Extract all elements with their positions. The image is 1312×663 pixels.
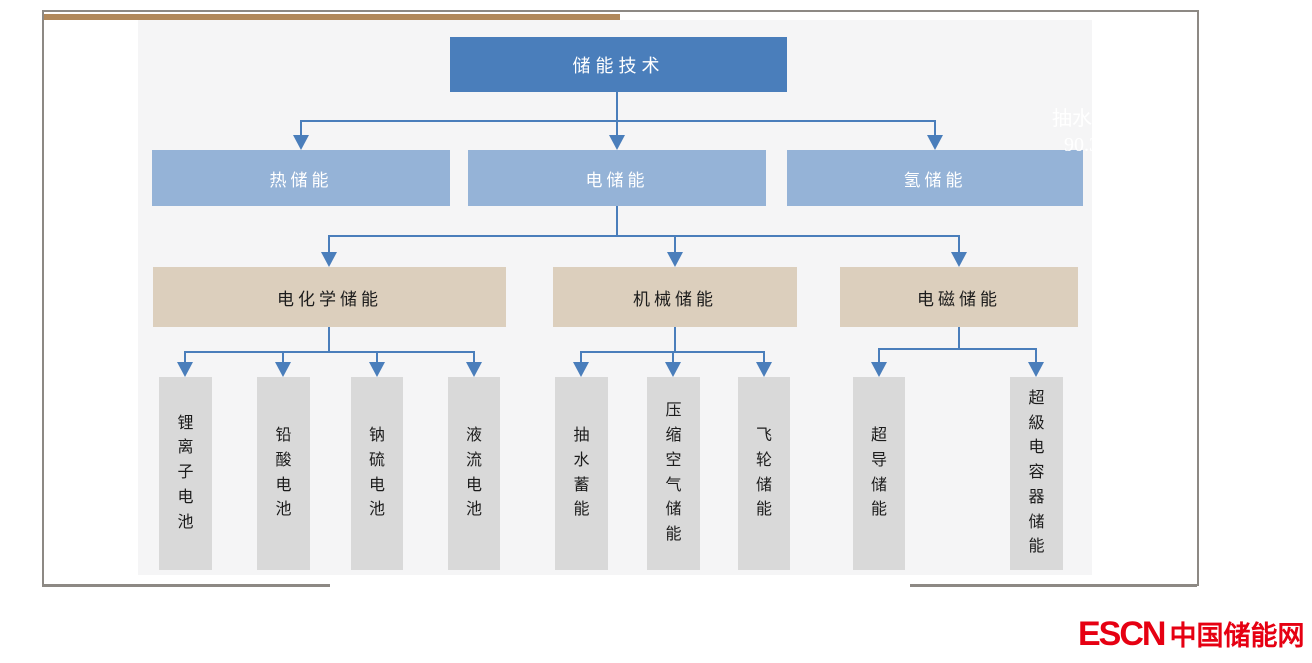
node-lead-acid-battery: 铅酸电池 bbox=[257, 377, 310, 570]
arrowhead-electric bbox=[609, 135, 625, 150]
node-label: 机械储能 bbox=[633, 289, 717, 309]
node-label: 液流电池 bbox=[465, 426, 482, 519]
slide-frame bbox=[42, 10, 1199, 586]
connector-drop-electric bbox=[616, 120, 618, 136]
watermark-line2: 90.3 bbox=[1064, 134, 1092, 156]
node-electromagnetic-storage: 电磁储能 bbox=[840, 267, 1078, 327]
node-thermal-storage: 热储能 bbox=[152, 150, 450, 206]
node-label: 电化学储能 bbox=[277, 289, 382, 309]
connector-drop-smes bbox=[878, 348, 880, 363]
connector-drop-electromagnetic bbox=[958, 235, 960, 253]
arrowhead-flow bbox=[466, 362, 482, 377]
frame-bottom-right-segment bbox=[910, 584, 1197, 587]
connector-root-stem bbox=[616, 92, 618, 121]
arrowhead-li-ion bbox=[177, 362, 193, 377]
arrowhead-thermal bbox=[293, 135, 309, 150]
connector-drop-mechanical bbox=[674, 235, 676, 253]
node-hydrogen-storage: 氢储能 bbox=[787, 150, 1083, 206]
connector-drop-flow bbox=[473, 351, 475, 363]
connector-drop-li-ion bbox=[184, 351, 186, 363]
connector-electromagnetic-stem bbox=[958, 327, 960, 349]
watermark-line1: 抽水蓄 bbox=[1052, 108, 1092, 130]
connector-electrochemical-hbar bbox=[185, 351, 475, 353]
connector-drop-hydrogen bbox=[934, 120, 936, 136]
node-label: 热储能 bbox=[269, 170, 333, 190]
node-compressed-air-storage: 压缩空气储能 bbox=[647, 377, 700, 570]
connector-electric-hbar bbox=[329, 235, 960, 237]
node-sodium-sulfur-battery: 钠硫电池 bbox=[351, 377, 403, 570]
node-label: 电磁储能 bbox=[917, 289, 1001, 309]
arrowhead-hydrogen bbox=[927, 135, 943, 150]
node-label: 电储能 bbox=[585, 170, 649, 190]
node-electrochemical-storage: 电化学储能 bbox=[153, 267, 506, 327]
logo-abbr: ESCN bbox=[1078, 615, 1166, 653]
node-lithium-ion-battery: 锂离子电池 bbox=[159, 377, 212, 570]
node-label: 氢储能 bbox=[903, 170, 967, 190]
logo-name: 中国储能网 bbox=[1169, 621, 1305, 651]
arrowhead-caes bbox=[665, 362, 681, 377]
connector-drop-pumped-hydro bbox=[580, 351, 582, 363]
arrowhead-supercap bbox=[1028, 362, 1044, 377]
node-label: 飞轮储能 bbox=[755, 426, 772, 519]
connector-mechanical-stem bbox=[674, 327, 676, 352]
diagram-canvas: 储能技术 热储能 电储能 氢储能 电化学储能 机械储能 电磁储能 锂离子电池 铅… bbox=[138, 20, 1092, 575]
node-label: 超导储能 bbox=[870, 426, 887, 519]
node-label: 抽水蓄能 bbox=[573, 426, 590, 519]
frame-bottom-left-segment bbox=[42, 584, 330, 587]
connector-drop-caes bbox=[672, 351, 674, 363]
arrowhead-electrochemical bbox=[321, 252, 337, 267]
watermark-fragment: 抽水蓄 90.3 bbox=[1052, 106, 1092, 158]
node-label: 压缩空气储能 bbox=[665, 402, 682, 544]
arrowhead-smes bbox=[871, 362, 887, 377]
connector-drop-thermal bbox=[300, 120, 302, 136]
node-flywheel-storage: 飞轮储能 bbox=[738, 377, 790, 570]
connector-electromagnetic-hbar bbox=[878, 348, 1037, 350]
accent-bar bbox=[44, 14, 620, 20]
node-label: 储能技术 bbox=[572, 55, 665, 76]
node-supercapacitor-storage: 超級电容器储能 bbox=[1010, 377, 1063, 570]
node-superconducting-storage: 超导储能 bbox=[853, 377, 905, 570]
node-label: 超級电容器储能 bbox=[1028, 389, 1045, 556]
arrowhead-na-s bbox=[369, 362, 385, 377]
node-energy-storage-technology: 储能技术 bbox=[450, 37, 787, 92]
node-electric-storage: 电储能 bbox=[468, 150, 766, 206]
connector-electric-stem bbox=[616, 206, 618, 236]
node-pumped-hydro-storage: 抽水蓄能 bbox=[555, 377, 608, 570]
node-flow-battery: 液流电池 bbox=[448, 377, 500, 570]
node-label: 钠硫电池 bbox=[368, 426, 385, 519]
node-mechanical-storage: 机械储能 bbox=[553, 267, 797, 327]
arrowhead-flywheel bbox=[756, 362, 772, 377]
arrowhead-electromagnetic bbox=[951, 252, 967, 267]
arrowhead-pumped-hydro bbox=[573, 362, 589, 377]
connector-drop-na-s bbox=[376, 351, 378, 363]
node-label: 铅酸电池 bbox=[275, 426, 292, 519]
node-label: 锂离子电池 bbox=[177, 414, 194, 531]
connector-drop-supercap bbox=[1035, 348, 1037, 363]
connector-drop-electrochemical bbox=[328, 235, 330, 253]
arrowhead-lead-acid bbox=[275, 362, 291, 377]
arrowhead-mechanical bbox=[667, 252, 683, 267]
connector-root-hbar bbox=[301, 120, 936, 122]
connector-electrochemical-stem bbox=[328, 327, 330, 352]
connector-drop-flywheel bbox=[763, 351, 765, 363]
escn-logo: ESCN 中国储能网 bbox=[1078, 614, 1304, 654]
connector-drop-lead-acid bbox=[282, 351, 284, 363]
